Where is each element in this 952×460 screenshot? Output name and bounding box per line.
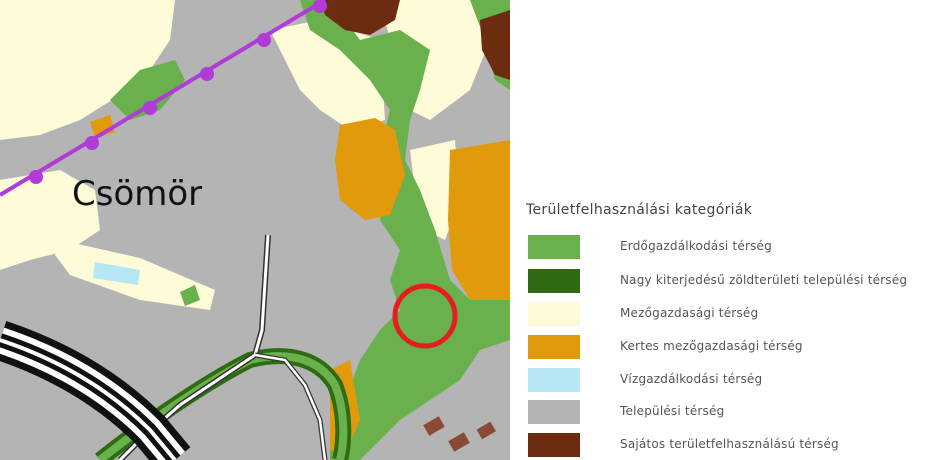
legend-item-green-area: Nagy kiterjedésű zöldterületi települési… [528, 269, 948, 295]
agricultural-area-top-left [0, 0, 175, 140]
railway-stop [29, 170, 43, 184]
forest-area-left-patch [110, 60, 185, 120]
legend-label: Sajátos területfelhasználású térség [620, 437, 839, 451]
forest-area-small-patch [180, 285, 200, 306]
legend-label: Kertes mezőgazdasági térség [620, 339, 803, 353]
highlight-circle [392, 283, 458, 349]
legend-item-agricultural: Mezőgazdasági térség [528, 302, 948, 328]
railway-stop [313, 0, 327, 13]
garden-agricultural-area-center [335, 118, 405, 220]
railway-stop [200, 67, 214, 81]
legend-item-settlement: Települési térség [528, 400, 948, 426]
garden-agricultural-area-right [448, 140, 510, 300]
legend-label: Mezőgazdasági térség [620, 306, 759, 320]
special-use-area-bottom-3 [476, 421, 496, 440]
legend-item-special-use: Sajátos területfelhasználású térség [528, 433, 948, 459]
legend-label: Települési térség [620, 404, 725, 418]
legend-item-forest: Erdőgazdálkodási térség [528, 235, 948, 261]
special-use-area-top [320, 0, 400, 35]
railway-line [0, 0, 327, 197]
garden-agricultural-swatch [528, 335, 580, 359]
legend-item-water: Vízgazdálkodási térség [528, 368, 948, 394]
legend: Területfelhasználási kategóriák Erdőgazd… [522, 198, 947, 460]
special-use-swatch [528, 433, 580, 457]
railway-stop [143, 101, 157, 115]
settlement-swatch [528, 400, 580, 424]
special-use-area-bottom-2 [448, 432, 470, 452]
legend-title: Területfelhasználási kategóriák [526, 202, 753, 218]
railway-stop [257, 33, 271, 47]
legend-item-garden-agricultural: Kertes mezőgazdasági térség [528, 335, 948, 361]
forest-swatch [528, 235, 580, 259]
water-body [93, 262, 140, 285]
forest-area-top [300, 0, 510, 460]
water-swatch [528, 368, 580, 392]
legend-label: Vízgazdálkodási térség [620, 372, 763, 386]
agricultural-swatch [528, 302, 580, 326]
special-use-area-right [480, 10, 510, 80]
special-use-area-bottom-1 [423, 416, 445, 436]
place-label: Csömör [72, 174, 202, 214]
legend-label: Nagy kiterjedésű zöldterületi települési… [620, 273, 908, 287]
garden-agricultural-area-small [90, 115, 115, 138]
green-corridor-inner [97, 352, 348, 460]
railway-stop [85, 136, 99, 150]
green-area-swatch [528, 269, 580, 293]
road-branch-fill [254, 353, 327, 460]
highway-center-line [0, 338, 177, 460]
land-use-map: Csömör [0, 0, 510, 460]
legend-label: Erdőgazdálkodási térség [620, 239, 772, 253]
